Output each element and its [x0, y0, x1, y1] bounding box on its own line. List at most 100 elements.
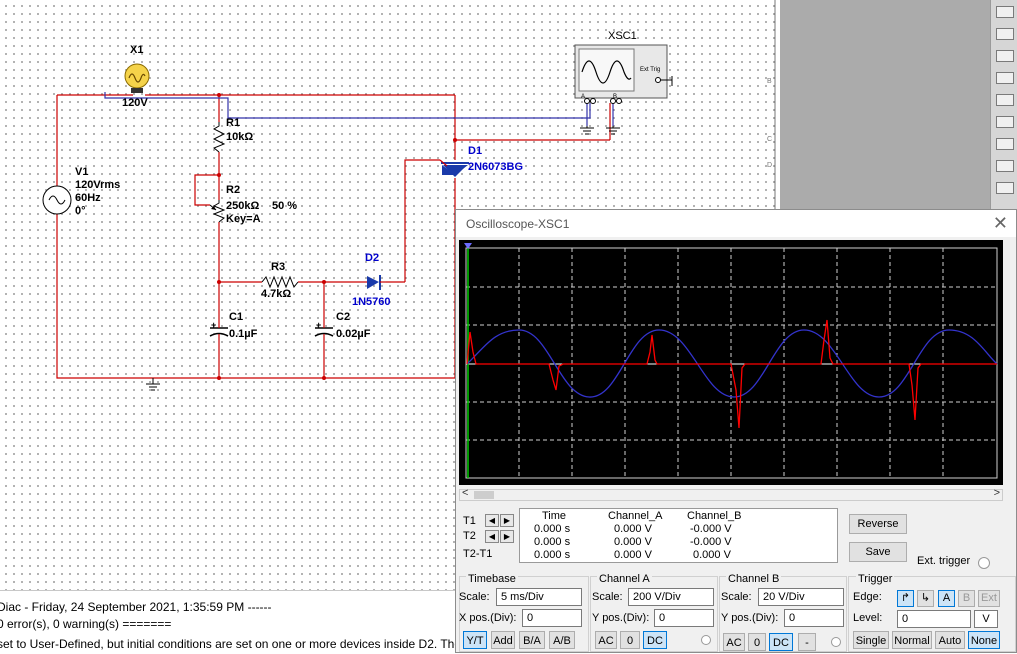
channel-a-title: Channel A — [597, 573, 652, 585]
r1-ref-label: R1 — [226, 117, 241, 129]
xsc1-a-label: A — [581, 94, 586, 100]
x1-value-label: 120V — [122, 97, 148, 109]
readout-cell: -0.000 V — [690, 523, 732, 535]
trigger-level-field[interactable]: 0 — [897, 610, 971, 628]
c1-value-label: 0.1µF — [229, 328, 258, 340]
timebase-xpos-field[interactable]: 0 — [522, 609, 582, 627]
xsc1-b-label: B — [613, 94, 618, 100]
trigger-source-a-button[interactable]: A — [938, 590, 955, 607]
channel-a-terminal[interactable] — [701, 635, 711, 645]
oscilloscope-screen[interactable] — [459, 240, 1003, 485]
channel-b-terminal[interactable] — [831, 637, 841, 647]
v1-phase-label: 0° — [75, 205, 86, 217]
readout-cell: 0.000 s — [534, 523, 571, 535]
readout-header-channel-b: Channel_B — [687, 510, 742, 522]
d1-ref-label: D1 — [468, 145, 483, 157]
timebase-scale-field[interactable]: 5 ms/Div — [496, 588, 582, 606]
t1-right-arrow[interactable]: ▶ — [500, 514, 514, 527]
simulation-log-panel: Diac - Friday, 24 September 2021, 1:35:5… — [0, 590, 461, 654]
sheet-border-mark-c: C — [767, 136, 773, 143]
toolbar-button-4[interactable] — [996, 72, 1014, 84]
trigger-single-button[interactable]: Single — [853, 631, 889, 649]
t2-t1-label: T2-T1 — [463, 548, 493, 560]
reverse-button[interactable]: Reverse — [849, 514, 907, 534]
channel-a-zero-button[interactable]: 0 — [620, 631, 640, 649]
r2-ref-label: R2 — [226, 184, 241, 196]
mode-yt-button[interactable]: Y/T — [463, 631, 487, 649]
timebase-xpos-label: X pos.(Div): — [459, 612, 517, 624]
rising-edge-icon[interactable]: ↱ — [897, 590, 914, 607]
trigger-source-b-button[interactable]: B — [958, 590, 975, 607]
channel-b-minus-button[interactable]: - — [798, 633, 816, 651]
mode-ab-button[interactable]: A/B — [549, 631, 575, 649]
trigger-source-ext-button[interactable]: Ext — [978, 590, 1000, 607]
scroll-left-arrow[interactable]: < — [462, 487, 469, 499]
channel-a-ac-button[interactable]: AC — [595, 631, 617, 649]
readout-cell: 0.000 s — [534, 549, 571, 561]
readout-header-channel-a: Channel_A — [608, 510, 663, 522]
mode-add-button[interactable]: Add — [491, 631, 515, 649]
falling-edge-icon[interactable]: ↳ — [917, 590, 934, 607]
c1-plus-label: + — [211, 320, 217, 330]
scroll-right-arrow[interactable]: > — [993, 487, 1000, 499]
log-line-1: Diac - Friday, 24 September 2021, 1:35:5… — [0, 600, 272, 614]
c2-plus-label: + — [316, 320, 322, 330]
save-button[interactable]: Save — [849, 542, 907, 562]
timebase-group — [459, 576, 589, 652]
channel-b-ac-button[interactable]: AC — [723, 633, 745, 651]
horizontal-scrollbar[interactable]: < > — [459, 487, 1003, 501]
readout-cell: 0.000 V — [614, 523, 652, 535]
toolbar-button-5[interactable] — [996, 94, 1014, 106]
t1-left-arrow[interactable]: ◀ — [485, 514, 499, 527]
trigger-level-label: Level: — [853, 612, 883, 624]
channel-b-dc-button[interactable]: DC — [769, 633, 793, 651]
toolbar-button-8[interactable] — [996, 160, 1014, 172]
close-icon[interactable]: ✕ — [992, 213, 1008, 233]
trigger-none-button[interactable]: None — [968, 631, 1000, 649]
channel-b-title: Channel B — [726, 573, 782, 585]
channel-b-zero-button[interactable]: 0 — [748, 633, 766, 651]
channel-a-dc-button[interactable]: DC — [643, 631, 667, 649]
toolbar-button-9[interactable] — [996, 182, 1014, 194]
x1-ref-label: X1 — [130, 44, 144, 56]
channel-b-ypos-field[interactable]: 0 — [784, 609, 844, 627]
toolbar-button-2[interactable] — [996, 28, 1014, 40]
t2-right-arrow[interactable]: ▶ — [500, 530, 514, 543]
trigger-auto-button[interactable]: Auto — [935, 631, 965, 649]
channel-a-scale-label: Scale: — [592, 591, 623, 603]
channel-a-ypos-field[interactable]: 0 — [654, 609, 714, 627]
toolbar-button-7[interactable] — [996, 138, 1014, 150]
channel-b-group — [719, 576, 847, 652]
workspace-background — [780, 0, 1017, 210]
r3-value-label: 4.7kΩ — [261, 288, 292, 300]
t1-label: T1 — [463, 515, 476, 527]
scroll-thumb[interactable] — [474, 491, 494, 499]
readout-header-time: Time — [542, 510, 567, 522]
log-line-2: 0 error(s), 0 warning(s) ======= — [0, 617, 172, 631]
toolbar-button-1[interactable] — [996, 6, 1014, 18]
trigger-normal-button[interactable]: Normal — [892, 631, 932, 649]
toolbar-button-6[interactable] — [996, 116, 1014, 128]
readout-cell: 0.000 V — [614, 536, 652, 548]
oscilloscope-titlebar[interactable]: Oscilloscope-XSC1 ✕ — [456, 210, 1016, 237]
oscilloscope-title: Oscilloscope-XSC1 — [466, 217, 570, 231]
xsc1-ext-trig-label: Ext Trig — [640, 67, 661, 73]
d2-ref-label: D2 — [365, 252, 380, 264]
mode-ba-button[interactable]: B/A — [519, 631, 545, 649]
channel-b-trace — [466, 329, 998, 398]
channel-b-scale-field[interactable]: 20 V/Div — [758, 588, 844, 606]
trigger-group — [848, 576, 1016, 652]
timebase-title: Timebase — [466, 573, 518, 585]
trigger-level-unit[interactable]: V — [974, 610, 998, 628]
channel-a-scale-field[interactable]: 200 V/Div — [628, 588, 714, 606]
d1-value-label: 2N6073BG — [468, 161, 524, 173]
toolbar-button-3[interactable] — [996, 50, 1014, 62]
readout-cell: 0.000 V — [614, 549, 652, 561]
r1-value-label: 10kΩ — [226, 131, 254, 143]
sheet-border-mark-b: B — [767, 78, 772, 85]
cursor-readout-table: Time Channel_A Channel_B 0.000 s 0.000 V… — [519, 508, 838, 563]
ext-trigger-terminal[interactable] — [978, 557, 990, 569]
channel-b-ypos-label: Y pos.(Div): — [721, 612, 779, 624]
trigger-edge-label: Edge: — [853, 591, 882, 603]
t2-left-arrow[interactable]: ◀ — [485, 530, 499, 543]
